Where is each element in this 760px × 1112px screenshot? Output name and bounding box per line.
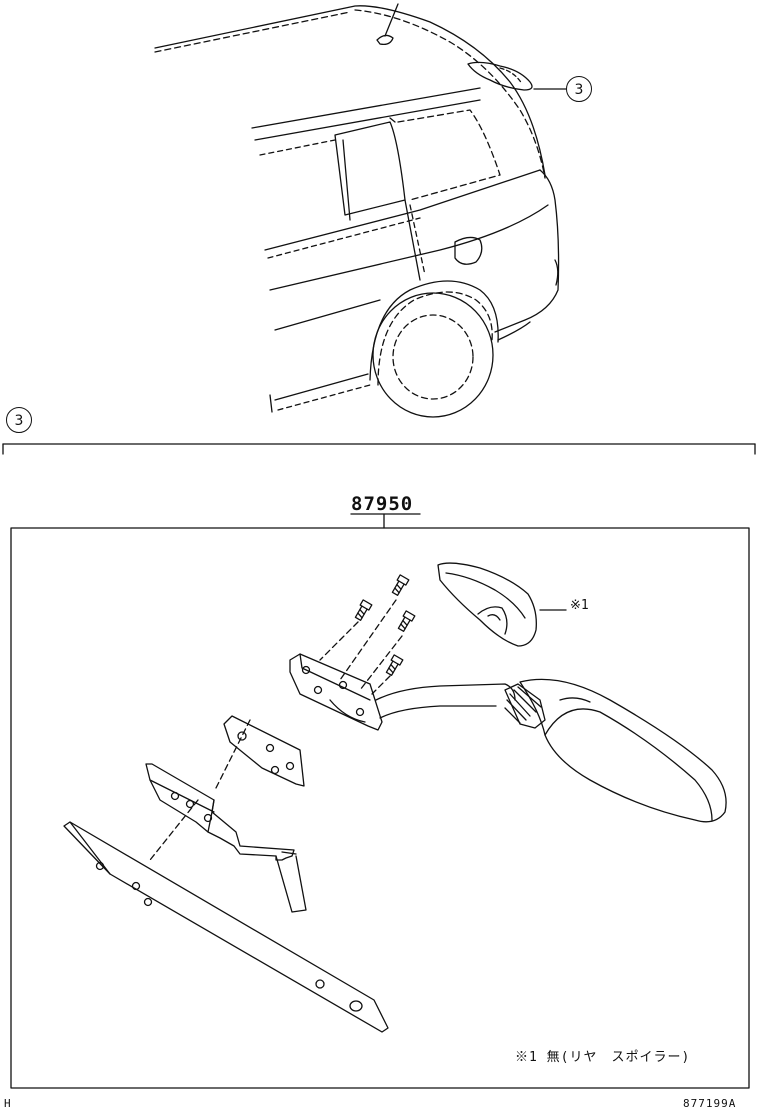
corner-mark: H [4, 1097, 11, 1110]
part-number-label[interactable]: 87950 [351, 493, 414, 515]
spoiler-cover [437, 562, 567, 647]
assembly-frame [10, 513, 750, 1089]
section-divider [2, 443, 756, 455]
bracket [145, 763, 307, 913]
car-rear-outline [154, 3, 567, 418]
diagram-ref-code: 877199A [683, 1097, 737, 1110]
footnote-text: ※1 無(リヤ スポイラー) [515, 1050, 691, 1065]
rear-view-mirror [289, 653, 727, 823]
license-plate-bracket [63, 821, 389, 1033]
callout-3-top[interactable]: 3 [566, 76, 592, 102]
note-reference-label: ※1 [570, 598, 589, 613]
gasket [214, 715, 305, 791]
callout-3-section[interactable]: 3 [6, 407, 32, 433]
screws [319, 574, 416, 695]
